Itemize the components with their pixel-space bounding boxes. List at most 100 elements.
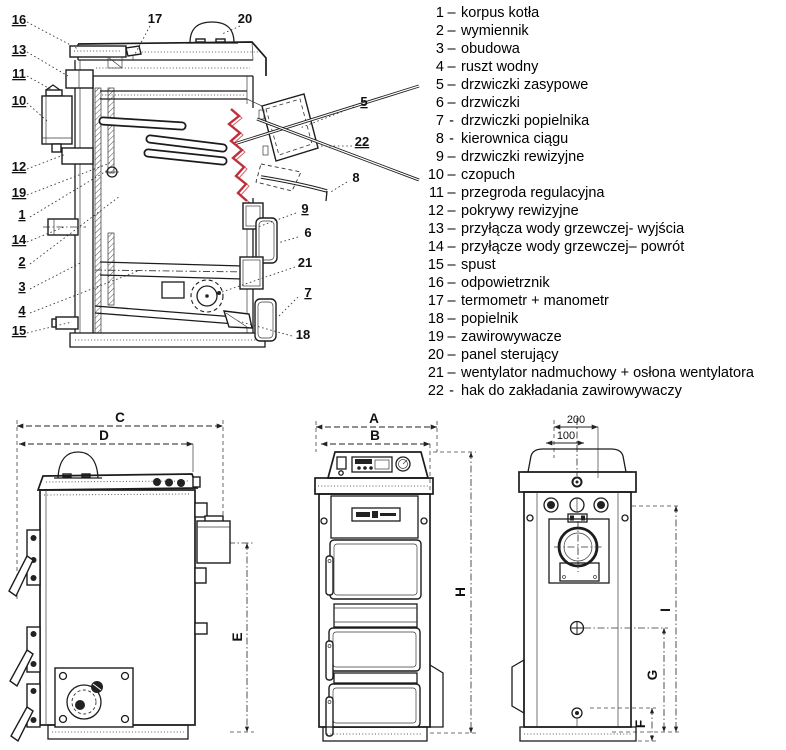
- right-doors: [223, 202, 278, 342]
- legend-item-separator: –: [447, 59, 456, 75]
- legend-item-separator: –: [447, 203, 456, 219]
- rear-view-body: [511, 448, 637, 742]
- legend-item-label: kierownica ciągu: [461, 131, 569, 147]
- legend-item-number: 19: [427, 329, 444, 345]
- chamber-details: [94, 166, 251, 313]
- legend-item-number: 1: [435, 5, 444, 21]
- legend-item-number: 12: [427, 203, 444, 219]
- legend-item-number: 6: [435, 95, 444, 111]
- callout-22: 22: [355, 134, 369, 149]
- legend-item-separator: –: [447, 347, 456, 363]
- draught-guide: [260, 175, 328, 202]
- side-view-dimensions: C D E: [16, 410, 254, 733]
- legend-item-number: 10: [427, 167, 444, 183]
- front-view-body: [314, 477, 444, 742]
- dim-label-H: H: [453, 587, 468, 597]
- legend-item-number: 22: [427, 383, 444, 399]
- legend-item-label: termometr + manometr: [461, 293, 609, 309]
- dim-label-B: B: [370, 428, 380, 443]
- legend-item-separator: -: [449, 383, 454, 399]
- callout-10: 10: [12, 93, 26, 108]
- legend-item-separator: –: [447, 5, 456, 21]
- boiler-body-outline: [69, 21, 267, 348]
- legend-item-label: ruszt wodny: [461, 59, 539, 75]
- legend-item-number: 7: [435, 113, 444, 129]
- legend-item-number: 8: [435, 131, 444, 147]
- legend-item-label: przyłącza wody grzewczej- wyjścia: [461, 221, 685, 237]
- legend-item-label: popielnik: [461, 311, 519, 327]
- callout-leaders: [26, 21, 355, 337]
- legend-item-separator: –: [447, 239, 456, 255]
- callout-15: 15: [12, 323, 26, 338]
- legend-item-number: 17: [427, 293, 444, 309]
- callout-9: 9: [301, 201, 308, 216]
- legend-item-number: 2: [435, 23, 444, 39]
- callout-2: 2: [18, 254, 25, 269]
- legend-item-separator: –: [447, 149, 456, 165]
- callout-20: 20: [238, 11, 252, 26]
- legend-item-label: panel sterujący: [461, 347, 559, 363]
- swirlers-red: [227, 108, 251, 204]
- legend-item-separator: –: [447, 293, 456, 309]
- legend-item-number: 20: [427, 347, 444, 363]
- legend-item: 3 – obudowa: [422, 40, 784, 58]
- front-view-control-panel: [326, 451, 430, 479]
- flue-and-fittings: [41, 45, 142, 330]
- legend-item: 18 – popielnik: [422, 310, 784, 328]
- rear-view-flue: [548, 513, 610, 584]
- swirler-hooks: [233, 84, 420, 182]
- legend-item: 4 – ruszt wodny: [422, 58, 784, 76]
- callout-14: 14: [12, 232, 27, 247]
- rear-view-dimensions: 200 100 I G F: [546, 414, 682, 742]
- side-view-hinges: [8, 529, 41, 743]
- legend-item: 15 – spust: [422, 256, 784, 274]
- callout-1: 1: [18, 207, 25, 222]
- front-view-dimensions: A B H: [315, 411, 476, 734]
- legend-item-label: korpus kotła: [461, 5, 540, 21]
- legend-item-number: 16: [427, 275, 444, 291]
- legend-item-number: 13: [427, 221, 444, 237]
- cross-section-diagram: 16 13 11 10 12 19 1 14 2 3 4 15 17 20 5 …: [12, 11, 420, 348]
- legend-list: 1 – korpus kotła 2 – wymiennik 3 – obudo…: [422, 4, 784, 400]
- legend-item: 22 - hak do zakładania zawirowywaczy: [422, 382, 784, 400]
- legend-item-label: przegroda regulacyjna: [461, 185, 605, 201]
- legend-item-number: 15: [427, 257, 444, 273]
- legend-item-label: drzwiczki rewizyjne: [461, 149, 585, 165]
- legend-item: 12 – pokrywy rewizyjne: [422, 202, 784, 220]
- legend-item-number: 4: [435, 59, 444, 75]
- legend-item: 2 – wymiennik: [422, 22, 784, 40]
- legend-item-label: drzwiczki: [461, 95, 520, 111]
- legend-item-number: 11: [428, 185, 444, 201]
- dim-label-E: E: [230, 632, 245, 641]
- legend-item-label: wymiennik: [461, 23, 529, 39]
- legend-item-separator: -: [449, 131, 454, 147]
- legend-item-separator: –: [447, 185, 456, 201]
- legend-item: 6 – drzwiczki: [422, 94, 784, 112]
- legend-item-label: wentylator nadmuchowy + osłona wentylato…: [461, 365, 754, 381]
- side-view-fan: [54, 667, 134, 728]
- legend-item-label: odpowietrznik: [461, 275, 550, 291]
- callout-16: 16: [12, 12, 26, 27]
- legend-item: 20 – panel sterujący: [422, 346, 784, 364]
- legend-item: 5 – drzwiczki zasypowe: [422, 76, 784, 94]
- callout-5: 5: [360, 94, 367, 109]
- legend-item: 21 – wentylator nadmuchowy + osłona went…: [422, 364, 784, 382]
- callout-19: 19: [12, 185, 26, 200]
- legend-item: 8 - kierownica ciągu: [422, 130, 784, 148]
- callout-6: 6: [304, 225, 311, 240]
- legend-item-separator: –: [447, 365, 456, 381]
- legend-item-separator: –: [447, 95, 456, 111]
- legend-item-label: drzwiczki popielnika: [461, 113, 590, 129]
- legend-item-number: 14: [427, 239, 444, 255]
- legend-item-separator: –: [447, 329, 456, 345]
- callout-numbers: 16 13 11 10 12 19 1 14 2 3 4 15 17 20 5 …: [12, 11, 369, 342]
- charging-door-open: [246, 93, 319, 192]
- legend-item-label: zawirowywacze: [461, 329, 562, 345]
- callout-11: 11: [12, 66, 26, 81]
- legend-item-label: hak do zakładania zawirowywaczy: [461, 383, 682, 399]
- legend-item: 19 – zawirowywacze: [422, 328, 784, 346]
- legend-item: 13 – przyłącza wody grzewczej- wyjścia: [422, 220, 784, 238]
- legend-item: 10 – czopuch: [422, 166, 784, 184]
- legend-item-label: pokrywy rewizyjne: [461, 203, 579, 219]
